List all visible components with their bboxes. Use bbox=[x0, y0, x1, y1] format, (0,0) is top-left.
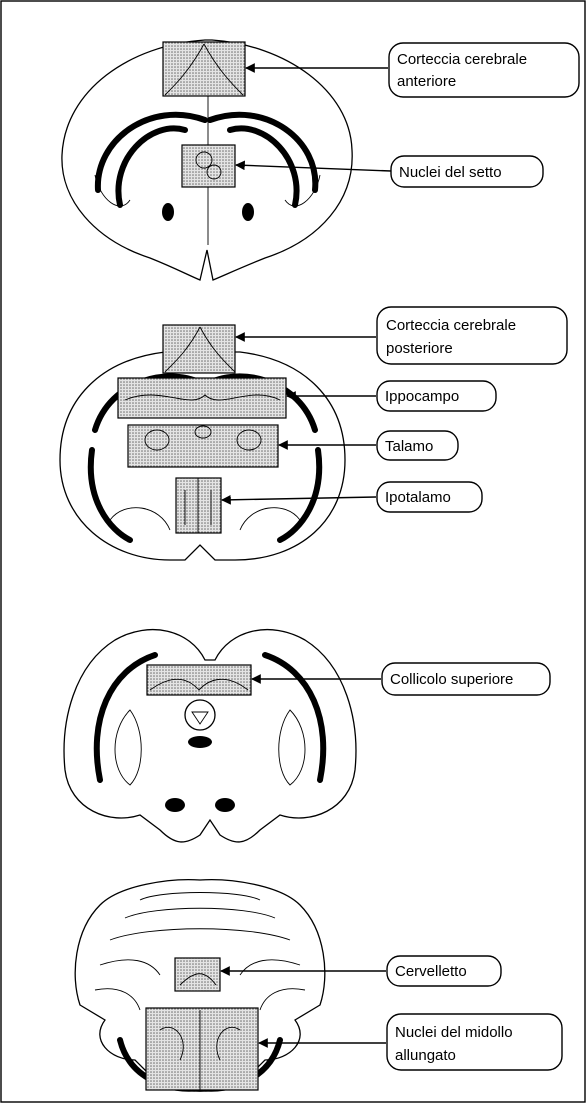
label-corteccia-anteriore: Corteccia cerebrale anteriore bbox=[389, 43, 579, 97]
label-corteccia-anteriore-line2: anteriore bbox=[397, 73, 456, 90]
label-ipotalamo-text: Ipotalamo bbox=[385, 489, 451, 506]
midbrain-section-outline bbox=[64, 630, 356, 842]
label-nuclei-midollo-line2: allungato bbox=[395, 1047, 456, 1064]
posterior-cortex-box bbox=[163, 325, 235, 373]
anterior-commissure-right bbox=[242, 203, 254, 221]
aqueduct bbox=[192, 712, 208, 724]
anterior-commissure-left bbox=[162, 203, 174, 221]
midbrain-lateral-nuclei bbox=[115, 710, 305, 785]
anterior-cortex-box bbox=[163, 42, 245, 96]
cerebellum-folia bbox=[95, 893, 305, 1011]
label-collicolo: Collicolo superiore bbox=[382, 663, 550, 695]
septal-nuclei-box bbox=[182, 145, 235, 187]
hippocampus-box bbox=[118, 378, 286, 418]
label-corteccia-anteriore-line1: Corteccia cerebrale bbox=[397, 51, 527, 68]
hypothalamus-box bbox=[176, 478, 221, 533]
label-nuclei-setto-text: Nuclei del setto bbox=[399, 164, 502, 181]
cerebellum-box bbox=[175, 958, 220, 991]
label-talamo: Talamo bbox=[377, 431, 458, 460]
label-cervelletto: Cervelletto bbox=[387, 956, 501, 986]
label-nuclei-midollo: Nuclei del midollo allungato bbox=[387, 1014, 562, 1070]
midbrain-right-arc bbox=[265, 655, 323, 780]
label-talamo-text: Talamo bbox=[385, 438, 433, 455]
midbrain-nucleus bbox=[188, 736, 212, 748]
section-hindbrain bbox=[75, 880, 325, 1092]
label-nuclei-midollo-line1: Nuclei del midollo bbox=[395, 1024, 513, 1041]
section-anterior bbox=[62, 40, 352, 280]
label-corteccia-posteriore-line2: posteriore bbox=[386, 340, 453, 357]
medulla-nuclei-box bbox=[146, 1008, 258, 1090]
labels: Corteccia cerebrale anteriore Nuclei del… bbox=[377, 43, 579, 1070]
section-posterior bbox=[60, 325, 345, 560]
aqueduct-outline bbox=[185, 700, 215, 730]
midbrain-left-arc bbox=[97, 655, 155, 780]
section-midbrain bbox=[64, 630, 356, 842]
cerebral-peduncle-right bbox=[215, 798, 235, 812]
label-corteccia-posteriore-line1: Corteccia cerebrale bbox=[386, 317, 516, 334]
cerebral-peduncle-left bbox=[165, 798, 185, 812]
label-ippocampo: Ippocampo bbox=[377, 381, 496, 411]
label-ippocampo-text: Ippocampo bbox=[385, 388, 459, 405]
label-cervelletto-text: Cervelletto bbox=[395, 963, 467, 980]
leader-ipotalamo bbox=[222, 497, 376, 500]
label-corteccia-posteriore: Corteccia cerebrale posteriore bbox=[377, 307, 567, 364]
label-ipotalamo: Ipotalamo bbox=[377, 482, 482, 512]
label-collicolo-text: Collicolo superiore bbox=[390, 671, 513, 688]
label-nuclei-setto: Nuclei del setto bbox=[391, 156, 543, 187]
